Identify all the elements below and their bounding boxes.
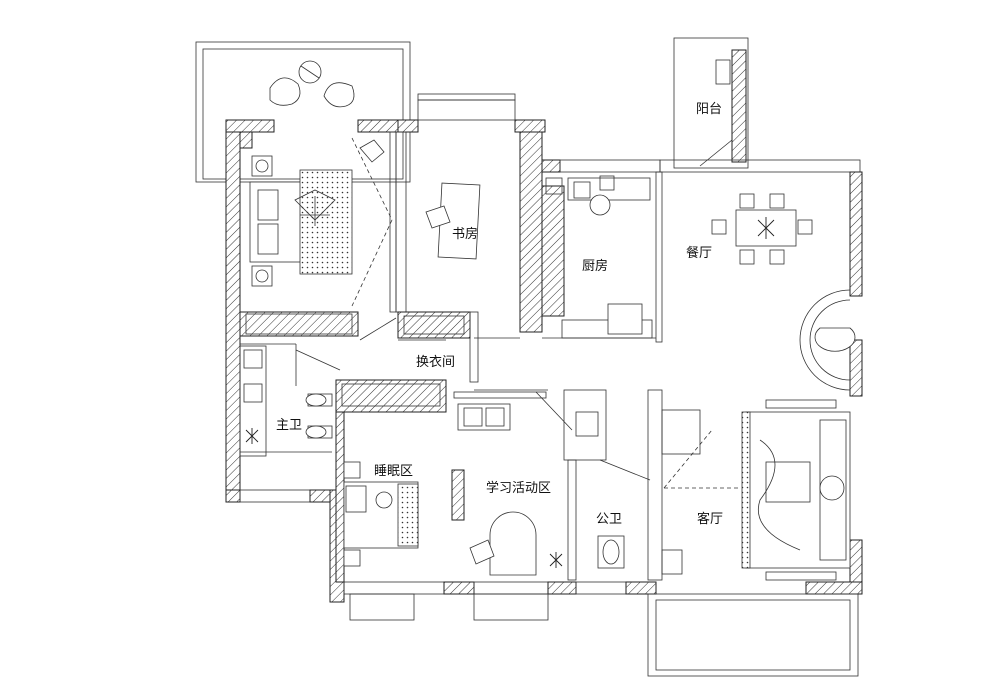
label-kitchen: 厨房 [582, 258, 608, 274]
activity-chair [469, 539, 495, 565]
bedroom-chair [359, 139, 385, 163]
activity-desk [489, 511, 537, 576]
study-activity-area: 学习活动区 [451, 391, 573, 576]
label-living: 客厅 [697, 511, 723, 527]
dressing-room: 换衣间 [295, 311, 479, 413]
label-dressing: 换衣间 [416, 354, 455, 370]
study-chair [425, 205, 451, 229]
bottom-terraces [349, 593, 859, 677]
double-bed [249, 169, 353, 275]
toilet [597, 535, 625, 569]
living-room: 客厅 [647, 389, 851, 581]
master-bedroom [239, 131, 393, 337]
study: 书房 [389, 131, 481, 313]
label-study-activity: 学习活动区 [486, 480, 551, 496]
terrace-chair-left [269, 77, 301, 106]
kitchen: 厨房 [541, 175, 653, 339]
terrace-chair-right [323, 82, 355, 108]
public-bath: 公卫 [563, 389, 651, 581]
interior-partitions [240, 337, 656, 391]
label-sleep-area: 睡眠区 [374, 464, 413, 479]
nightstand-bottom [251, 265, 273, 287]
sofa-set [741, 399, 851, 581]
label-balcony: 阳台 [696, 102, 722, 117]
terrace-top-left [195, 41, 411, 183]
label-study: 书房 [452, 226, 478, 242]
exterior-walls [225, 37, 863, 603]
dining: 餐厅 [655, 171, 856, 391]
balcony: 阳台 [696, 59, 733, 167]
curved-partition [799, 289, 856, 391]
terrace-table [298, 60, 322, 84]
master-bath: 主卫 [239, 345, 333, 457]
nightstand-top [251, 155, 273, 177]
sleep-area: 睡眠区 [335, 411, 419, 583]
label-public-bath: 公卫 [596, 512, 622, 527]
dining-table [711, 193, 813, 265]
label-dining: 餐厅 [686, 245, 712, 261]
label-master-bath: 主卫 [276, 418, 302, 433]
